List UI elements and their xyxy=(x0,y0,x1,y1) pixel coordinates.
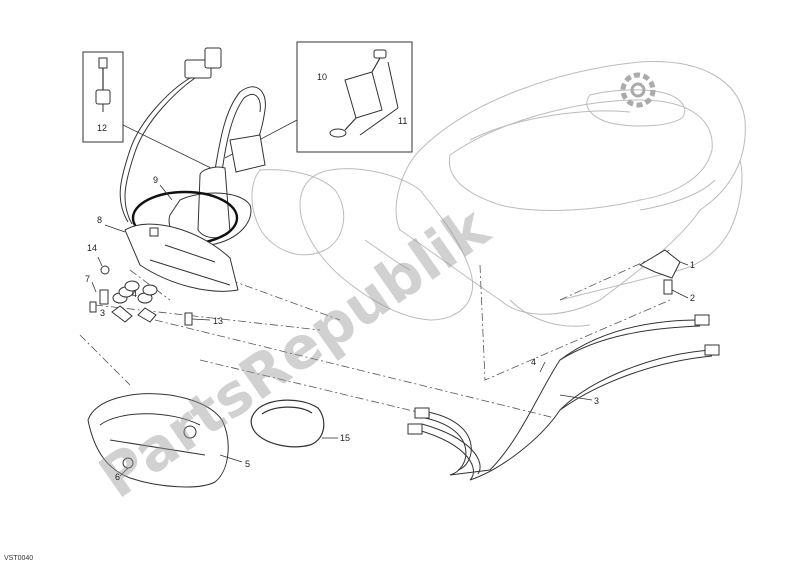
callout-3-fastener: 3 xyxy=(100,308,105,318)
hardware-fasteners xyxy=(89,265,193,326)
callout-7: 7 xyxy=(85,274,90,284)
callout-14: 14 xyxy=(87,243,97,253)
callout-6: 6 xyxy=(115,472,120,482)
callout-12: 12 xyxy=(97,123,107,133)
callout-11: 11 xyxy=(398,116,407,126)
callout-13: 13 xyxy=(213,316,223,326)
fuel-tank-outline xyxy=(251,61,746,327)
callout-2: 2 xyxy=(690,293,695,303)
fuel-hoses xyxy=(407,249,720,481)
callout-10: 10 xyxy=(317,72,327,82)
callout-1: 1 xyxy=(690,260,695,270)
callout-9: 9 xyxy=(153,175,158,185)
callout-5: 5 xyxy=(245,459,250,469)
inset-leaders xyxy=(122,119,298,171)
fuel-pump-assembly xyxy=(119,47,266,292)
callout-8: 8 xyxy=(97,215,102,225)
callout-15: 15 xyxy=(340,433,350,443)
drawing-code: VST0040 xyxy=(4,555,33,562)
gear-logo-icon xyxy=(620,72,656,108)
callout-4-fastener: 4 xyxy=(132,289,137,299)
callout-leaders xyxy=(91,184,689,477)
callout-4-hose: 4 xyxy=(531,357,536,367)
inset-box-connector xyxy=(82,51,124,143)
callout-labels: 1 2 3 3 4 4 5 6 7 8 9 10 11 12 13 14 15 xyxy=(85,72,695,482)
lower-cover xyxy=(87,393,229,488)
reference-lines xyxy=(79,249,671,419)
callout-3-hose: 3 xyxy=(594,396,599,406)
seal-part xyxy=(250,399,325,448)
inset-box-fuel-filter xyxy=(296,41,413,153)
